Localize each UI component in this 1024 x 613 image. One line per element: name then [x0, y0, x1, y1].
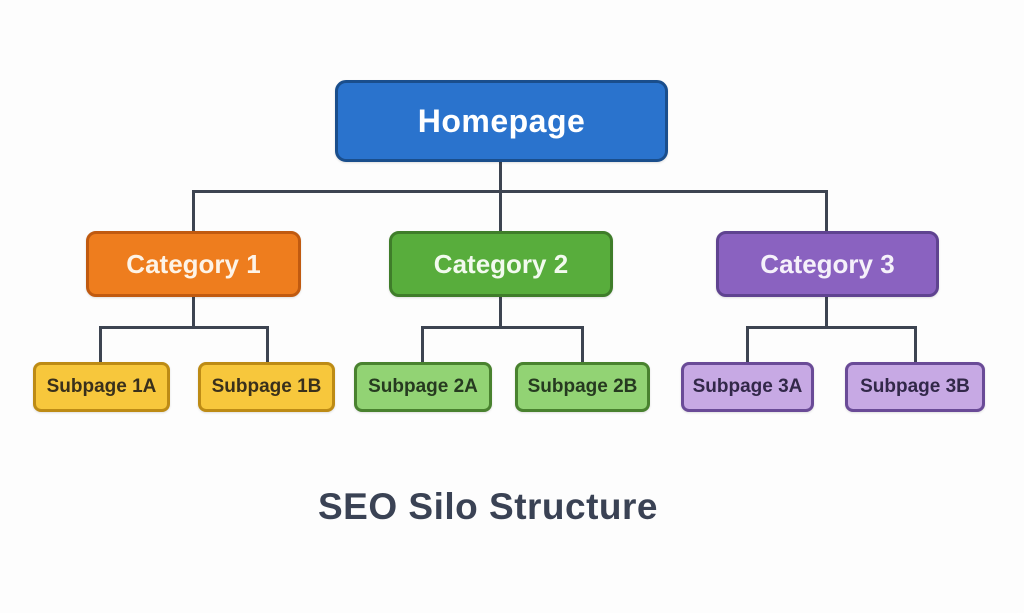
diagram-title: SEO Silo Structure [317, 486, 659, 527]
homepage-node: Homepage [335, 80, 668, 162]
category-2-label: Category 2 [433, 248, 569, 279]
connector-line [825, 190, 828, 231]
subpage-2b-label: Subpage 2B [527, 376, 638, 397]
subpage-1a-label: Subpage 1A [46, 376, 157, 397]
subpage-3b-label: Subpage 3B [860, 376, 970, 397]
connector-line [499, 161, 502, 231]
subpage-3a-node: Subpage 3A [681, 362, 814, 412]
subpage-3b-node: Subpage 3B [845, 362, 985, 412]
subpage-1b-node: Subpage 1B [198, 362, 335, 412]
connector-line [266, 326, 269, 362]
subpage-1a-node: Subpage 1A [33, 362, 170, 412]
connector-line [99, 326, 269, 329]
connector-line [192, 190, 828, 193]
subpage-2a-label: Subpage 2A [368, 376, 478, 397]
connector-line [825, 296, 828, 329]
homepage-label: Homepage [417, 102, 586, 139]
connector-line [499, 296, 502, 329]
category-1-node: Category 1 [86, 231, 301, 297]
connector-line [192, 190, 195, 231]
connector-line [192, 296, 195, 329]
connector-line [421, 326, 424, 362]
connector-line [581, 326, 584, 362]
connector-line [746, 326, 749, 362]
subpage-2a-node: Subpage 2A [354, 362, 492, 412]
category-2-node: Category 2 [389, 231, 613, 297]
category-3-label: Category 3 [760, 248, 895, 279]
subpage-2b-node: Subpage 2B [515, 362, 650, 412]
connector-line [746, 326, 917, 329]
category-1-label: Category 1 [126, 248, 261, 279]
connector-line [99, 326, 102, 362]
subpage-3a-label: Subpage 3A [692, 376, 803, 397]
subpage-1b-label: Subpage 1B [211, 376, 322, 397]
connector-line [914, 326, 917, 362]
connector-line [421, 326, 584, 329]
category-3-node: Category 3 [716, 231, 939, 297]
